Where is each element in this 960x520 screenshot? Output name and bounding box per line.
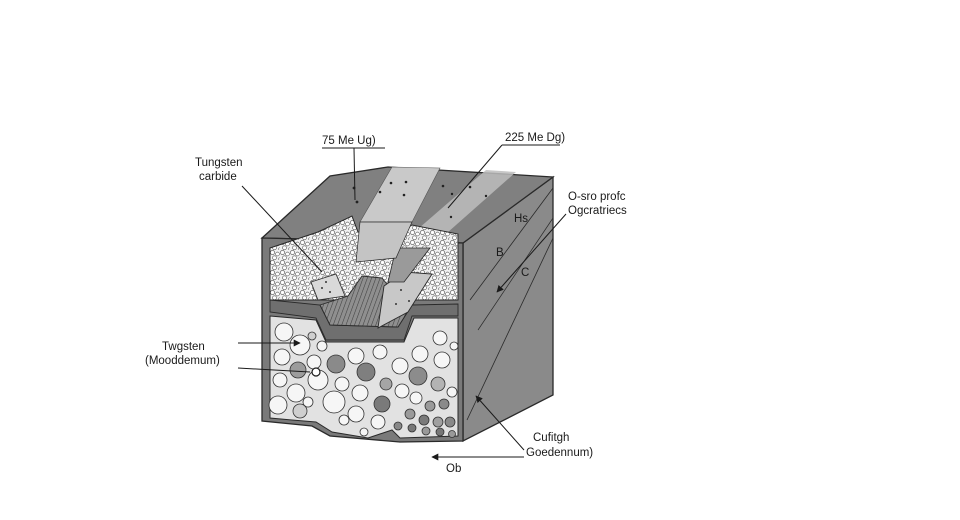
label-225-mev: 225 Me Dg) [505,132,565,144]
tungsten-molybdenum-layer [268,315,459,439]
label-bottom-arrow: Ob [446,463,461,475]
label-tungsten-carbide-2: carbide [199,171,237,183]
label-layer-b: B [496,247,504,259]
leader-lines [237,144,567,461]
top-speckles [352,180,488,219]
label-layer-hs: Hs [514,213,528,225]
label-side-2: Ogcratriecs [568,205,627,217]
tungsten-carbide-layer [269,215,459,341]
grain-cluster [268,322,459,438]
tungsten-particle-marker [311,367,321,377]
label-tungsten-mo-1: Twgsten [162,341,205,353]
label-bottom-right-2: Goedennum) [526,447,593,459]
label-layer-c: C [521,267,529,279]
label-bottom-right-1: Cufitgh [533,432,569,444]
diagram-labels: 75 Me Ug) 225 Me Dg) Tungsten carbide O-… [145,132,627,475]
label-tungsten-mo-2: (Mooddemum) [145,355,220,367]
label-75-mev: 75 Me Ug) [322,135,376,147]
label-side-1: O-sro profc [568,191,626,203]
label-tungsten-carbide-1: Tungsten [195,157,243,169]
